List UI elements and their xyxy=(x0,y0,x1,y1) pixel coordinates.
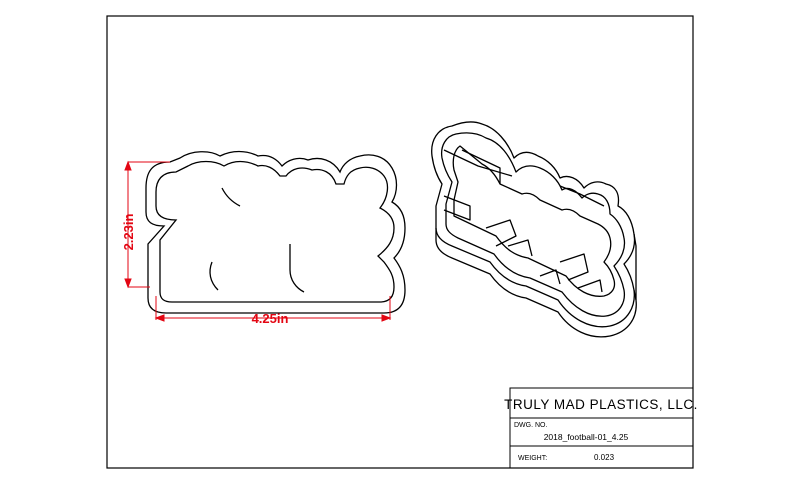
isometric-view xyxy=(431,121,637,338)
inner-outline xyxy=(155,160,395,303)
iso-wall-f xyxy=(443,195,471,221)
title-block xyxy=(509,387,694,469)
iso-wall-d xyxy=(559,253,589,281)
outer-outline xyxy=(145,150,406,314)
iso-right-depth xyxy=(633,233,637,300)
iso-wall-a xyxy=(461,149,501,184)
dimensions xyxy=(124,160,392,322)
iso-bottom-edge xyxy=(435,228,637,338)
inner-notch-c xyxy=(221,187,241,207)
dwg-no-label: DWG. NO. xyxy=(514,422,547,429)
inner-notch-a xyxy=(209,261,219,291)
weight-label: WEIGHT: xyxy=(518,455,547,462)
front-view xyxy=(145,150,406,314)
inner-notch-b xyxy=(289,244,305,293)
dwg-no-value: 2018_football-01_4.25 xyxy=(544,432,629,442)
sheet-border xyxy=(106,15,694,469)
iso-wall-c xyxy=(507,239,533,257)
iso-wall-b xyxy=(485,219,517,247)
width-dimension-label: 4.25in xyxy=(252,311,289,326)
iso-ridge-right xyxy=(559,185,605,207)
iso-ridge-top xyxy=(443,149,513,177)
weight-value: 0.023 xyxy=(594,453,615,462)
iso-wall-e xyxy=(577,279,603,293)
company-name: TRULY MAD PLASTICS, LLC. xyxy=(504,397,698,412)
height-dimension-label: 2.23in xyxy=(121,214,136,251)
iso-wall-g xyxy=(539,269,561,285)
iso-outer-top-offset xyxy=(440,132,626,317)
iso-inner-cavity xyxy=(452,145,616,297)
